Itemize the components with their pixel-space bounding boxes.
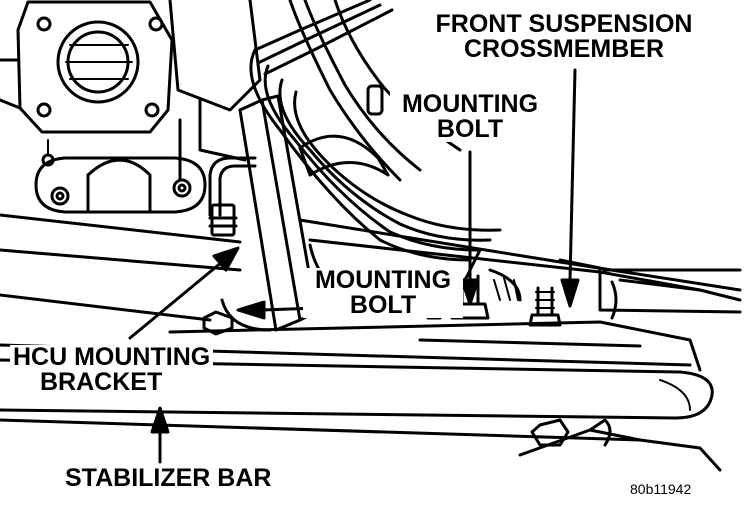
lower-mounting-bolt-label: MOUNTING BOLT [303,268,463,318]
hcu-mounting-bracket-label: HCU MOUNTING BRACKET [10,345,214,395]
leader-lines [128,68,580,464]
brake-line-bundle [249,0,502,262]
front-suspension-crossmember-label: FRONT SUSPENSION CROSSMEMBER [414,12,714,62]
stabilizer-bar-label: STABILIZER BAR [62,466,275,491]
brake-tube-left [208,156,257,237]
throttle-body [0,0,174,134]
front-suspension-line2: CROSSMEMBER [414,37,714,62]
upper-mounting-bolt-line1: MOUNTING [390,92,550,117]
front-suspension-line1: FRONT SUSPENSION [414,12,714,37]
stabilizer-bar-text: STABILIZER BAR [62,466,275,491]
figure-code: 80b11942 [630,481,692,497]
crossmember-plate [0,213,742,322]
lower-mounting-bolt-line1: MOUNTING [303,268,463,293]
stabilizer-bar-shape [0,358,722,472]
upper-mounting-bolt-label: MOUNTING BOLT [390,92,550,142]
hcu-bracket-line2: BRACKET [10,370,214,395]
hcu-bracket-line1: HCU MOUNTING [10,345,214,370]
lower-clamp [518,418,642,457]
upper-mounting-bolt-line2: BOLT [390,117,550,142]
egr-flange [34,139,207,214]
lower-mounting-bolt-line2: BOLT [303,293,463,318]
